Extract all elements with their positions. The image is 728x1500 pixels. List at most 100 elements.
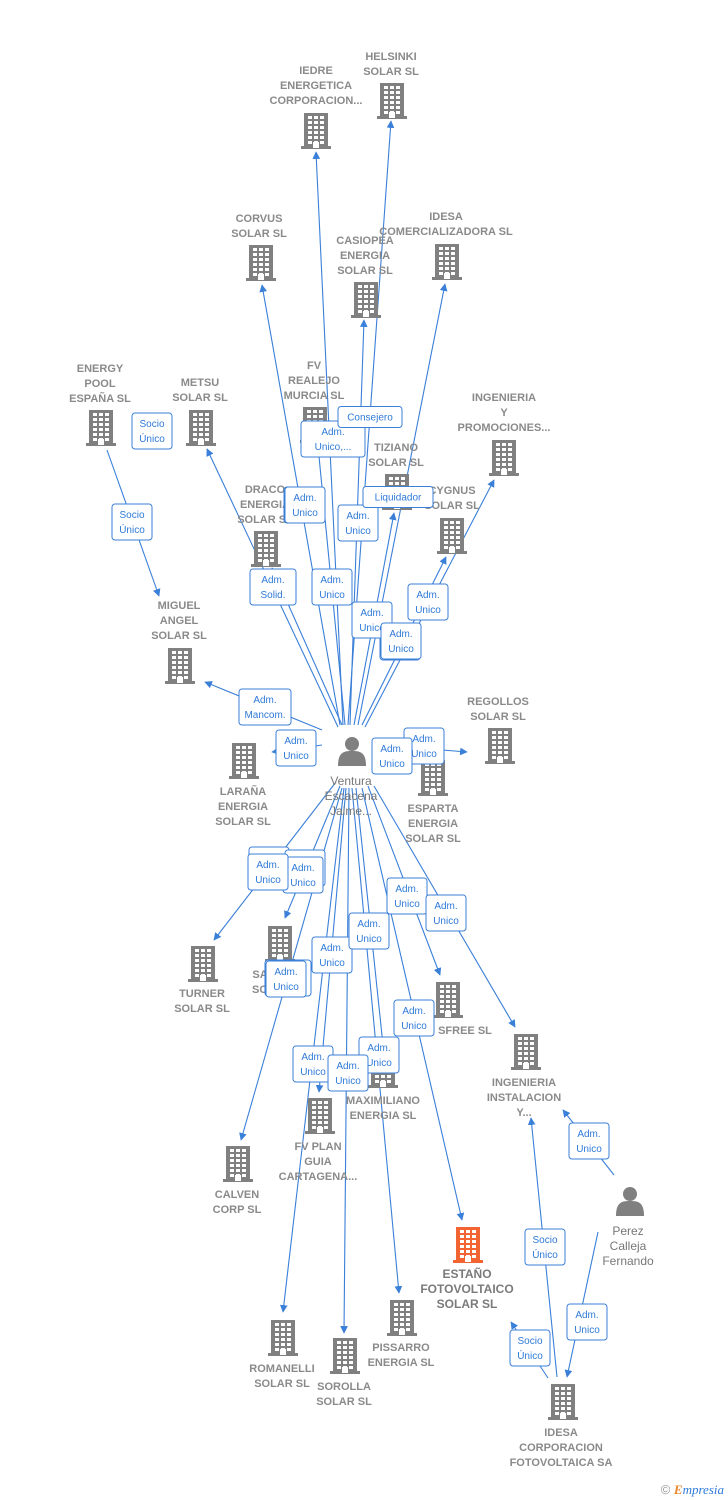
svg-text:Adm.: Adm. bbox=[402, 1006, 425, 1017]
copyright-symbol: © bbox=[660, 1482, 671, 1497]
metsu-building-icon[interactable] bbox=[186, 410, 216, 446]
relation-badge-ventura-pissarro[interactable]: Adm.Unico bbox=[358, 1036, 400, 1074]
draco-building-icon[interactable] bbox=[251, 531, 281, 567]
idesa_com-building-icon[interactable] bbox=[432, 244, 462, 280]
relation-badge-ventura-fv_plan[interactable]: Adm.Unico bbox=[311, 936, 353, 974]
relation-badge-ventura-tiziano[interactable]: Liquidador bbox=[362, 486, 434, 508]
sorolla-building-icon[interactable] bbox=[330, 1338, 360, 1374]
miguel_angel-building-icon[interactable] bbox=[165, 648, 195, 684]
casiopea-building-icon[interactable] bbox=[351, 282, 381, 318]
relation-badge-ventura-romanelli[interactable]: Adm. Unico bbox=[292, 1045, 334, 1083]
helsinki-building-icon[interactable] bbox=[377, 83, 407, 119]
svg-text:Adm.: Adm. bbox=[346, 511, 369, 522]
badge-layer: Adm.Unico,...ConsejeroAdm.UnicoAdm.Unico… bbox=[111, 406, 610, 1367]
relation-badge-extra-2[interactable]: Adm.Unico bbox=[282, 856, 324, 894]
pissarro-building-icon[interactable] bbox=[387, 1300, 417, 1336]
svg-text:Adm.: Adm. bbox=[380, 744, 403, 755]
ingenieria_prom-building-icon[interactable] bbox=[489, 440, 519, 476]
svg-text:Unico: Unico bbox=[379, 759, 405, 770]
sa_solar-building-icon[interactable] bbox=[265, 926, 295, 962]
svg-text:Adm.: Adm. bbox=[256, 860, 279, 871]
svg-text:Adm.: Adm. bbox=[261, 575, 284, 586]
relation-badge-ventura-miguel_angel[interactable]: Adm.Mancom. bbox=[238, 688, 292, 726]
regollos-building-icon[interactable] bbox=[485, 728, 515, 764]
relation-badge-ventura-helsinki[interactable]: Consejero bbox=[337, 406, 403, 428]
svg-text:Adm.: Adm. bbox=[367, 1043, 390, 1054]
svg-text:Unico: Unico bbox=[394, 899, 420, 910]
svg-text:Unico: Unico bbox=[576, 1144, 602, 1155]
idesa_corp-building-icon[interactable] bbox=[548, 1384, 578, 1420]
relation-badge-ventura-fv_realejo[interactable]: Adm.Unico bbox=[311, 568, 353, 606]
esparta-building-icon[interactable] bbox=[418, 760, 448, 796]
relation-badge-ventura-sorolla[interactable]: Adm.Unico bbox=[327, 1054, 369, 1092]
relation-badge-ventura-cygnus[interactable]: Adm. Unico bbox=[407, 583, 449, 621]
turner-building-icon[interactable] bbox=[188, 946, 218, 982]
relation-badge-ventura-larana[interactable]: Adm. Unico bbox=[275, 729, 317, 767]
svg-text:Unico,...: Unico,... bbox=[315, 442, 352, 453]
ingenieria_inst-building-icon[interactable] bbox=[511, 1034, 541, 1070]
relation-badge-extra-5[interactable]: Adm.Unico bbox=[380, 622, 422, 660]
relation-badge-perez-ingenieria_inst[interactable]: Adm.Unico bbox=[568, 1122, 610, 1160]
energy_pool-building-icon[interactable] bbox=[86, 410, 116, 446]
svg-text:Unico: Unico bbox=[290, 878, 316, 889]
corvus-building-icon[interactable] bbox=[246, 245, 276, 281]
brand-initial: E bbox=[673, 1482, 683, 1497]
svg-text:Unico: Unico bbox=[319, 958, 345, 969]
relation-badge-ventura-maximiliano[interactable]: Adm.Unico bbox=[348, 912, 390, 950]
svg-text:Unico: Unico bbox=[415, 605, 441, 616]
relation-badge-ventura-casiopea[interactable]: Adm. Unico bbox=[337, 504, 379, 542]
svg-text:Adm.: Adm. bbox=[321, 427, 344, 438]
cygnus-building-icon[interactable] bbox=[437, 518, 467, 554]
svg-text:Adm.: Adm. bbox=[412, 734, 435, 745]
relation-badge-ventura-iedre[interactable]: Adm. Unico,... bbox=[300, 420, 366, 458]
ventura-person-icon[interactable] bbox=[338, 737, 366, 766]
relation-badge-ventura-ingenieria_inst[interactable]: Adm.Unico bbox=[425, 894, 467, 932]
svg-text:Socio: Socio bbox=[517, 1336, 542, 1347]
svg-text:Adm.: Adm. bbox=[301, 1052, 324, 1063]
relation-badge-ventura-draco[interactable]: Adm.Unico bbox=[284, 486, 326, 524]
svg-text:Socio: Socio bbox=[532, 1235, 557, 1246]
svg-text:Adm.: Adm. bbox=[284, 736, 307, 747]
relation-badge-ventura-estano[interactable]: Adm.Unico bbox=[393, 999, 435, 1037]
svg-text:Unico: Unico bbox=[433, 916, 459, 927]
perez-person-icon[interactable] bbox=[616, 1187, 644, 1216]
sfree-building-icon[interactable] bbox=[433, 982, 463, 1018]
estano-building-icon[interactable] bbox=[453, 1227, 483, 1263]
fv_plan-building-icon[interactable] bbox=[305, 1098, 335, 1134]
relation-badge-extra-4[interactable]: Adm.Unico bbox=[265, 960, 307, 998]
larana-building-icon[interactable] bbox=[229, 743, 259, 779]
relation-badge-extra-3[interactable]: Adm.Unico bbox=[247, 853, 289, 891]
iedre-building-icon[interactable] bbox=[301, 113, 331, 149]
svg-text:Único: Único bbox=[119, 523, 145, 536]
romanelli-building-icon[interactable] bbox=[268, 1320, 298, 1356]
svg-text:Unico: Unico bbox=[356, 934, 382, 945]
relation-badge-perez-idesa_corp[interactable]: Adm.Unico bbox=[566, 1303, 608, 1341]
svg-text:Unico: Unico bbox=[345, 526, 371, 537]
svg-text:Unico: Unico bbox=[300, 1067, 326, 1078]
svg-text:Consejero: Consejero bbox=[347, 413, 393, 424]
relation-badge-ventura-esparta[interactable]: Adm. Unico bbox=[371, 737, 413, 775]
relation-badge-ventura-sfree[interactable]: Adm.Unico bbox=[386, 877, 428, 915]
svg-text:Adm.: Adm. bbox=[416, 590, 439, 601]
calven-building-icon[interactable] bbox=[223, 1146, 253, 1182]
svg-text:Unico: Unico bbox=[283, 751, 309, 762]
svg-text:Único: Único bbox=[532, 1248, 558, 1261]
relation-badge-ventura-metsu[interactable]: Adm.Solid. bbox=[249, 568, 297, 606]
